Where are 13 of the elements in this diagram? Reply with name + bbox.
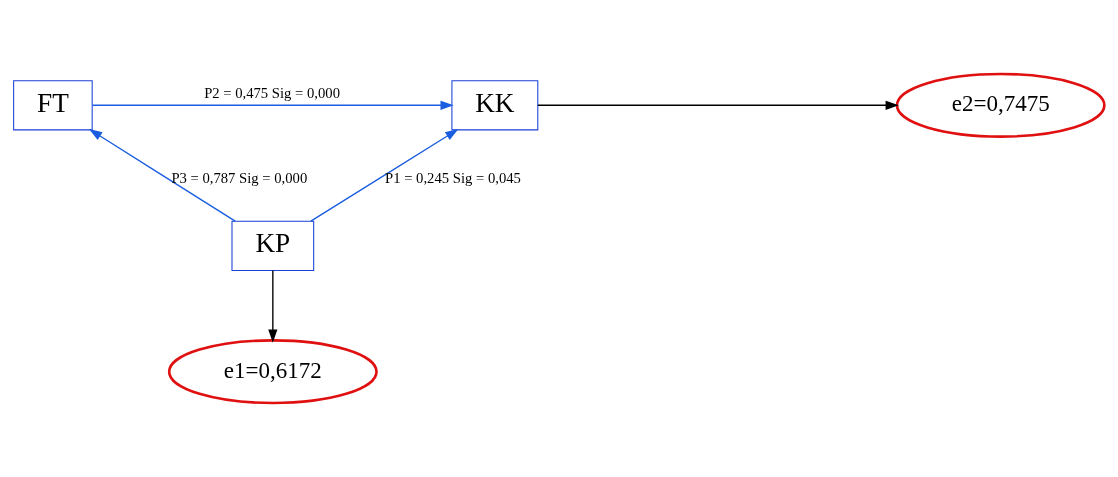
arrow <box>268 269 278 343</box>
arrow <box>88 129 236 222</box>
edge-label: P2 = 0,475 Sig = 0,000 <box>204 85 340 102</box>
arrow <box>91 100 454 110</box>
node-box: KP <box>231 220 315 271</box>
node-box: KK <box>451 80 539 131</box>
node-box: FT <box>13 80 93 131</box>
arrow <box>537 100 899 110</box>
node-ellipse: e1=0,6172 <box>167 339 378 405</box>
node-ellipse: e2=0,7475 <box>895 72 1106 138</box>
edge-label: P3 = 0,787 Sig = 0,000 <box>171 169 308 186</box>
arrow <box>310 129 459 222</box>
edge-label: P1 = 0,245 Sig = 0,045 <box>385 169 521 186</box>
